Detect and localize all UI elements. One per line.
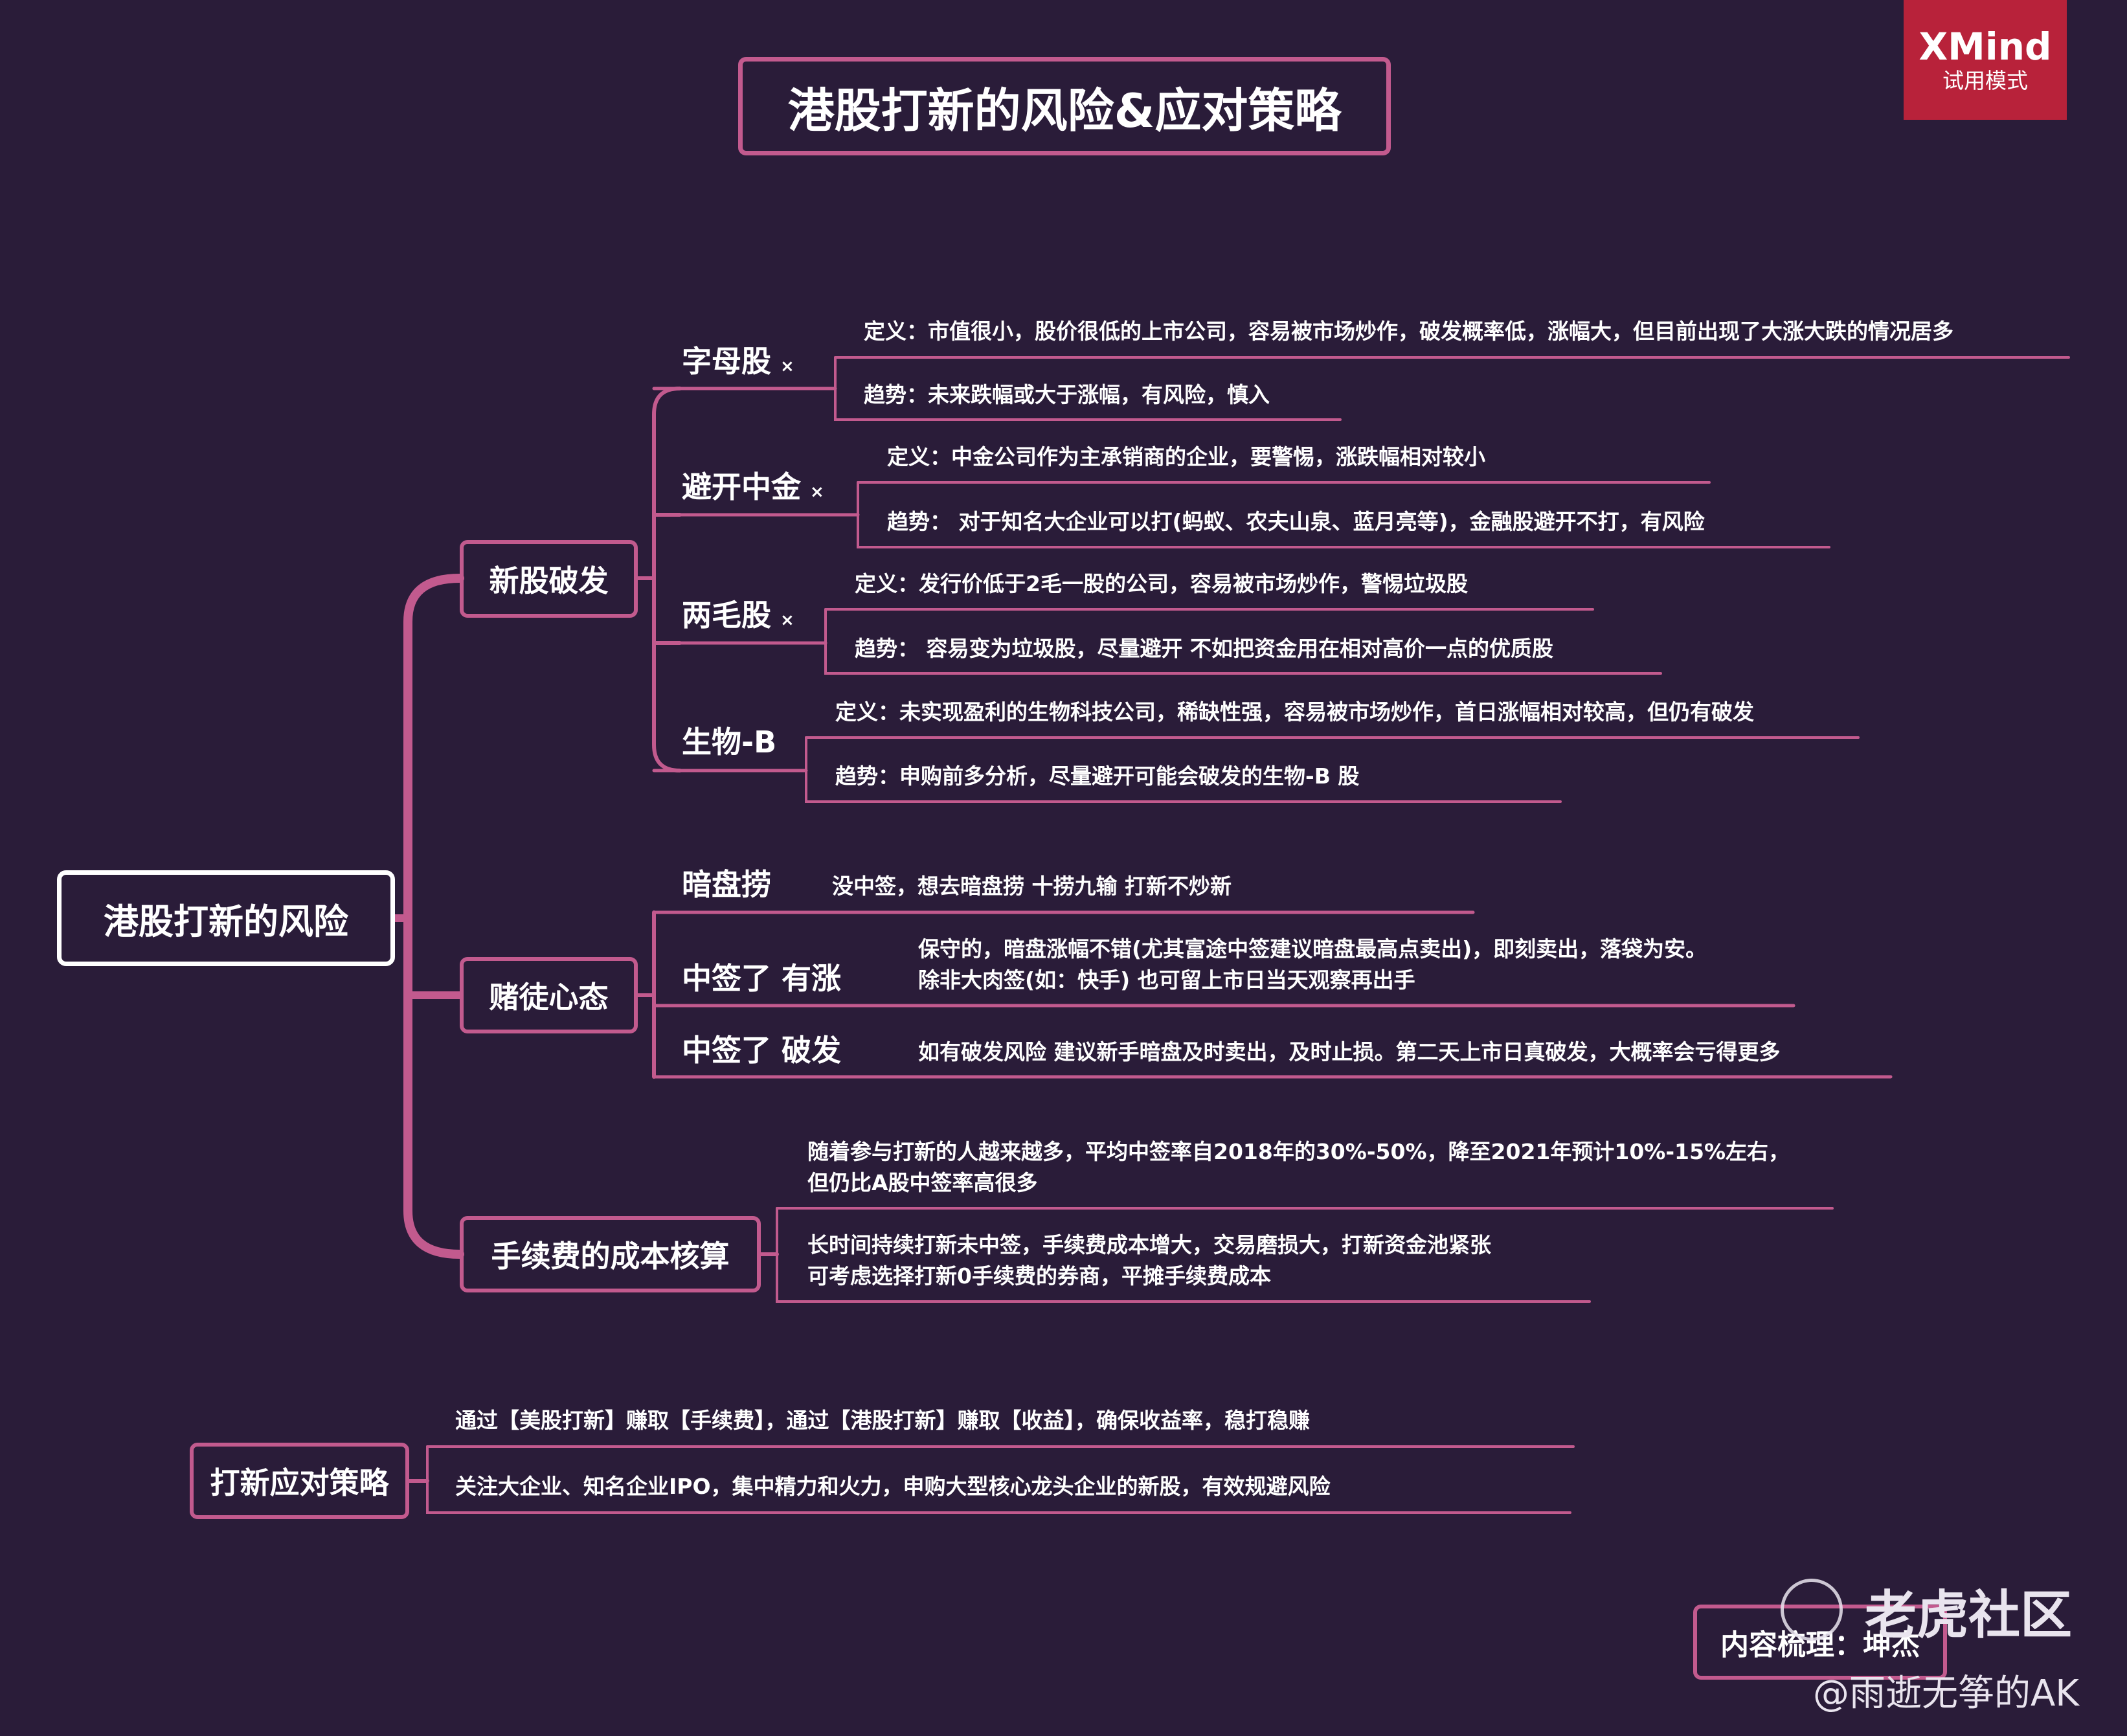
tiger-logo-icon [1781,1579,1843,1641]
trial-mode-label: 试用模式 [1942,67,2028,93]
subtopic-zimugu[interactable]: 字母股× [682,344,794,379]
subtopic-bikai-zhongjin[interactable]: 避开中金× [682,469,824,504]
xmind-trial-badge: XMind 试用模式 [1904,0,2067,120]
subtopic-zhongqian-youzhang[interactable]: 中签了 有涨 [682,961,842,996]
leaf-zhongjin-definition[interactable]: 定义：中金公司作为主承销商的企业，要警惕，涨跌幅相对较小 [887,444,1485,469]
subtopic-anpanlao[interactable]: 暗盘捞 [682,867,771,902]
central-topic[interactable]: 港股打新的风险 [57,870,395,966]
close-mark-icon: × [780,357,794,376]
leaf-zimugu-trend[interactable]: 趋势：未来跌幅或大于涨幅，有风险，慎入 [864,382,1270,407]
central-topic-text: 港股打新的风险 [104,901,348,942]
leaf-zimugu-definition[interactable]: 定义：市值很小，股价很低的上市公司，容易被市场炒作，破发概率低，涨幅大，但目前出… [864,319,1953,344]
subtopic-liangmaogu[interactable]: 两毛股× [682,598,794,633]
map-title[interactable]: 港股打新的风险&应对策略 [738,57,1391,155]
close-mark-icon: × [780,611,794,630]
leaf-zhongqianlv-line2[interactable]: 但仍比A股中签率高很多 [807,1170,1038,1195]
topic-xingu-pofa[interactable]: 新股破发 [460,540,638,618]
xmind-logo-text: XMind [1919,24,2052,69]
leaf-strategy-1[interactable]: 通过【美股打新】赚取【手续费】，通过【港股打新】赚取【收益】，确保收益率，稳打稳… [455,1408,1310,1433]
leaf-anpanlao[interactable]: 没中签，想去暗盘捞 十捞九输 打新不炒新 [832,874,1232,899]
leaf-zhongqianlv-line1[interactable]: 随着参与打新的人越来越多，平均中签率自2018年的30%-50%，降至2021年… [807,1139,1790,1164]
leaf-shengwu-trend[interactable]: 趋势：申购前多分析，尽量避开可能会破发的生物-B 股 [835,763,1360,789]
leaf-liangmaogu-definition[interactable]: 定义：发行价低于2毛一股的公司，容易被市场炒作，警惕垃圾股 [855,571,1468,596]
topic-shouxufei-chengben[interactable]: 手续费的成本核算 [460,1216,761,1292]
topic-daxin-yingdui-celue[interactable]: 打新应对策略 [190,1443,409,1519]
map-title-text: 港股打新的风险&应对策略 [787,83,1342,138]
leaf-liangmaogu-trend[interactable]: 趋势： 容易变为垃圾股，尽量避开 不如把资金用在相对高价一点的优质股 [855,636,1553,661]
topic-dutu-xintai[interactable]: 赌徒心态 [460,957,638,1033]
leaf-youzhang-line1[interactable]: 保守的，暗盘涨幅不错(尤其富途中签建议暗盘最高点卖出)，即刻卖出，落袋为安。 [918,936,1707,962]
leaf-shengwu-definition[interactable]: 定义：未实现盈利的生物科技公司，稀缺性强，容易被市场炒作，首日涨幅相对较高，但仍… [835,699,1754,725]
watermark-user: @雨逝无筝的AK [1813,1673,2080,1715]
leaf-shouxufei-line1[interactable]: 长时间持续打新未中签，手续费成本增大，交易磨损大，打新资金池紧张 [807,1232,1491,1257]
watermark-site: 老虎社区 [1865,1585,2072,1645]
subtopic-zhongqian-pofa[interactable]: 中签了 破发 [682,1033,842,1068]
leaf-pofa[interactable]: 如有破发风险 建议新手暗盘及时卖出，及时止损。第二天上市日真破发，大概率会亏得更… [918,1039,1781,1065]
leaf-zhongjin-trend[interactable]: 趋势： 对于知名大企业可以打(蚂蚁、农夫山泉、蓝月亮等)，金融股避开不打，有风险 [887,509,1705,534]
leaf-strategy-2[interactable]: 关注大企业、知名企业IPO，集中精力和火力，申购大型核心龙头企业的新股，有效规避… [455,1474,1331,1499]
leaf-youzhang-line2[interactable]: 除非大肉签(如：快手) 也可留上市日当天观察再出手 [918,967,1415,993]
subtopic-shengwu-b[interactable]: 生物-B [682,725,777,760]
close-mark-icon: × [810,482,824,502]
leaf-shouxufei-line2[interactable]: 可考虑选择打新0手续费的券商，平摊手续费成本 [807,1263,1271,1289]
